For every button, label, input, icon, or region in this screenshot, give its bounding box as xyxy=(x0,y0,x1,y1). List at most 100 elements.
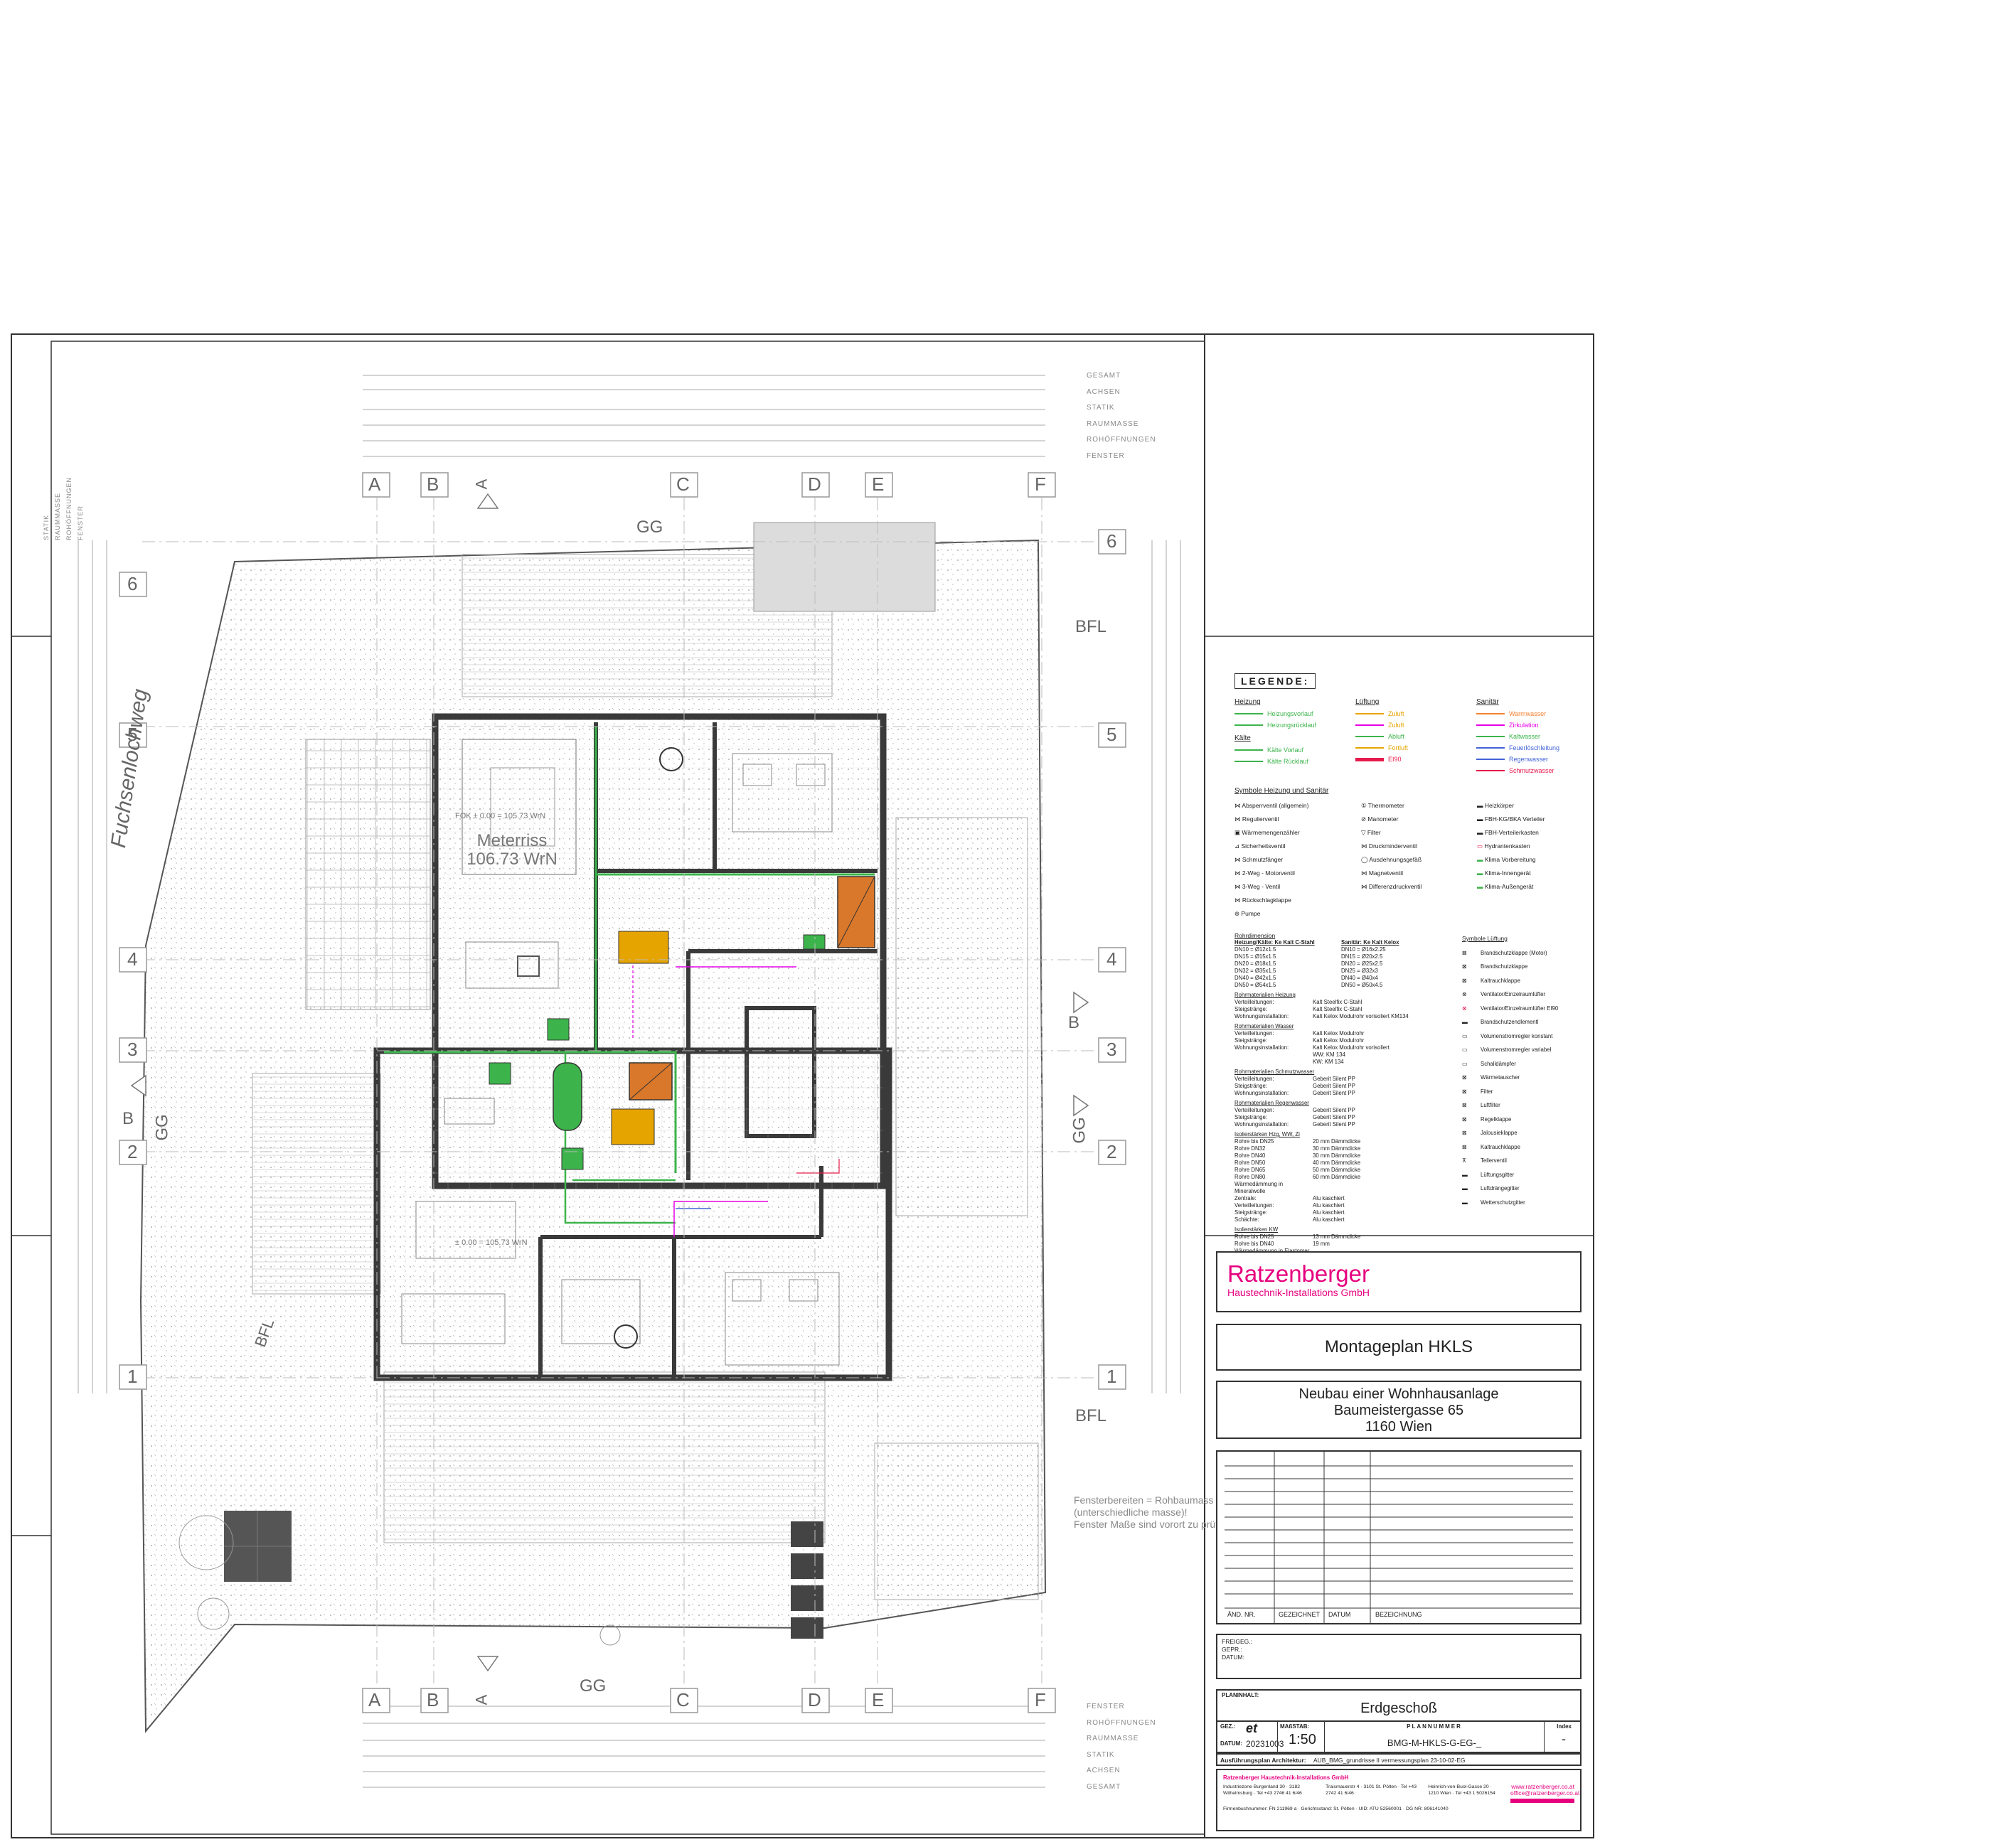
lueftung-symbol-icon: ▭ xyxy=(1462,1032,1468,1039)
gg-marker-bottom: GG xyxy=(580,1676,607,1696)
terrace-top-left xyxy=(305,739,431,1010)
grid-label-d-top: D xyxy=(808,473,821,495)
material-row: Verteilleitungen:Geberit Silent PP xyxy=(1234,1107,1355,1113)
grid-label-e-bottom: E xyxy=(872,1689,885,1710)
grid-lines xyxy=(142,498,1095,1685)
material-section-header: Rohrmaterialien Regenwasser xyxy=(1234,1100,1309,1106)
dimension-lines-top xyxy=(363,375,1045,457)
lueftung-symbol-item: ▬Lüftungsgitter xyxy=(1462,1168,1583,1182)
bin-1 xyxy=(791,1521,823,1547)
plan-meta-box: GEZ.: et DATUM: 20231003 MAßSTAB: 1:50 P… xyxy=(1216,1720,1582,1753)
lueftung-symbol-icon: ⊗ xyxy=(1462,1005,1467,1012)
lueftung-symbol-item: ⊼Tellerventil xyxy=(1462,1154,1583,1168)
grid-label-4-left: 4 xyxy=(127,948,138,970)
window-note: Fensterbereiten = Rohbaumass (unterschie… xyxy=(1074,1494,1219,1530)
lueftung-symbol-icon: ⊠ xyxy=(1462,949,1467,956)
section-label-a-top: A xyxy=(472,478,491,490)
lueftung-symbol-item: ⊠Kaltrauchklappe xyxy=(1462,974,1583,988)
distributor-4 xyxy=(803,934,826,950)
grid-label-6-left: 6 xyxy=(127,573,138,594)
lueftung-symbol-item: ▬Brandschutzendlementl xyxy=(1462,1015,1583,1029)
legend-title: LEGENDE: xyxy=(1234,673,1316,689)
company-box: Ratzenberger Haustechnik-Installations G… xyxy=(1216,1251,1582,1312)
dimension-lines-right xyxy=(1151,540,1181,1393)
plan-type: Montageplan HKLS xyxy=(1324,1337,1473,1356)
distributor-2 xyxy=(489,1062,511,1085)
section-label-b-left: B xyxy=(122,1109,134,1128)
lueftung-symbol-item: ⊠Regelklappe xyxy=(1462,1113,1583,1127)
bathtub xyxy=(553,1062,582,1131)
plan-content-box: PLANINHALT: Erdgeschoß xyxy=(1216,1689,1582,1722)
lueftung-symbol-item: ▭Volumenstromregler variabel xyxy=(1462,1043,1583,1057)
material-section-header: Rohrmaterialien Heizung xyxy=(1234,992,1296,998)
section-label-a-bottom: A xyxy=(472,1694,491,1706)
material-section-header: Rohrmaterialien Wasser xyxy=(1234,1023,1294,1029)
grid-label-f-top: F xyxy=(1035,473,1046,495)
grid-label-2-right: 2 xyxy=(1106,1141,1117,1162)
dimension-labels-left: STATIK RAUMMASSE ROHÖFFNUNGEN FENSTER xyxy=(43,477,84,540)
revision-table: ÄND. NR. GEZEICHNET DATUM BEZEICHNUNG xyxy=(1216,1450,1582,1624)
material-section-header: Isolierstärken KW xyxy=(1234,1226,1279,1233)
approval-box: FREIGEG.: GEPR.: DATUM: xyxy=(1216,1634,1582,1679)
gg-marker-right: GG xyxy=(1070,1117,1089,1144)
grid-label-d-bottom: D xyxy=(808,1689,821,1710)
shaded-plot xyxy=(753,522,936,612)
bathroom-fittings-2 xyxy=(618,931,669,964)
material-section-header: Isolierstärken Hzg, WW, Zi xyxy=(1234,1131,1300,1137)
grid-label-a-top: A xyxy=(368,473,381,495)
hkls-pipes xyxy=(384,727,875,1237)
fok-label-lower: ± 0.00 = 105.73 WrN xyxy=(455,1238,528,1247)
dimension-lines-bottom xyxy=(363,1706,1045,1788)
project-line-2: Baumeistergasse 65 xyxy=(1333,1403,1464,1418)
bathroom-fittings xyxy=(611,1108,655,1145)
project-box: Neubau einer Wohnhausanlage Baumeisterga… xyxy=(1216,1381,1582,1439)
bin-2 xyxy=(791,1553,823,1579)
lueftung-symbol-icon: ▬ xyxy=(1462,1199,1468,1206)
material-row: KW: KM 134 xyxy=(1313,1059,1344,1065)
grid-label-1-left: 1 xyxy=(127,1366,138,1387)
bfl-marker-right: BFL xyxy=(1075,1406,1107,1425)
material-row: Wärmedämmung in Elastomer xyxy=(1234,1248,1448,1255)
lawn-bottom-right xyxy=(874,1442,1039,1600)
company-subtitle: Haustechnik-Installations GmbH xyxy=(1227,1287,1370,1298)
lueftung-symbol-icon: ⊠ xyxy=(1462,1130,1467,1136)
grid-label-c-bottom: C xyxy=(676,1689,690,1710)
lueftung-symbol-icon: ▭ xyxy=(1462,1060,1468,1067)
bin-4 xyxy=(791,1617,823,1639)
company-name: Ratzenberger xyxy=(1227,1260,1370,1287)
lueftung-symbol-icon: ▬ xyxy=(1462,1171,1468,1178)
gg-marker-left: GG xyxy=(152,1114,172,1141)
lueftung-symbol-icon: ⊗ xyxy=(1462,991,1467,997)
material-row: WW: KM 134 xyxy=(1313,1051,1345,1058)
material-row: Wohnungsinstallation:Kalt Kelox Modulroh… xyxy=(1234,1013,1409,1019)
grid-label-6-right: 6 xyxy=(1106,530,1117,552)
project-line-3: 1160 Wien xyxy=(1365,1419,1433,1435)
lueftung-symbol-item: ▬Luftdrängegitter xyxy=(1462,1182,1583,1196)
grid-label-3-right: 3 xyxy=(1106,1039,1117,1060)
lueftung-symbol-icon: ⊠ xyxy=(1462,1143,1467,1150)
meterriss-label: Meterriss 106.73 WrN xyxy=(466,831,558,869)
lueftung-symbol-item: ⊠Brandschutzklappe (Motor) xyxy=(1462,946,1583,960)
gg-marker-top: GG xyxy=(636,518,663,537)
lueftung-symbol-item: ▭Volumenstromregler konstant xyxy=(1462,1029,1583,1044)
project-line-1: Neubau einer Wohnhausanlage xyxy=(1298,1386,1499,1402)
lueftung-symbol-icon: ⊠ xyxy=(1462,1102,1467,1108)
grid-label-a-bottom: A xyxy=(368,1689,381,1710)
grid-label-b-bottom: B xyxy=(427,1689,439,1710)
material-row: Verteilleitungen:Kalt Kelox Modulrohr xyxy=(1234,1030,1365,1037)
material-row: Steigstränge:Alu kaschiert xyxy=(1234,1209,1345,1216)
dimension-labels-bottom: FENSTER ROHÖFFNUNGEN RAUMMASSE STATIK AC… xyxy=(1087,1703,1156,1791)
material-row: Verteilleitungen:Kalt Steelfix C-Stahl xyxy=(1234,999,1362,1005)
lueftung-symbol-item: ▬Wetterschutzgitter xyxy=(1462,1196,1583,1210)
architecture-plan-box: Ausführungsplan Architektur: AUB_BMG_gru… xyxy=(1216,1753,1582,1766)
material-row: Steigstränge:Kalt Kelox Modulrohr xyxy=(1234,1037,1365,1044)
material-section-header: Rohrmaterialien Schmutzwasser xyxy=(1234,1069,1315,1075)
terrace-bottom-left xyxy=(252,1073,381,1295)
material-row: Wohnungsinstallation:Kalt Kelox Modulroh… xyxy=(1234,1044,1390,1051)
grid-label-e-top: E xyxy=(872,473,885,495)
grid-label-3-left: 3 xyxy=(127,1039,138,1060)
